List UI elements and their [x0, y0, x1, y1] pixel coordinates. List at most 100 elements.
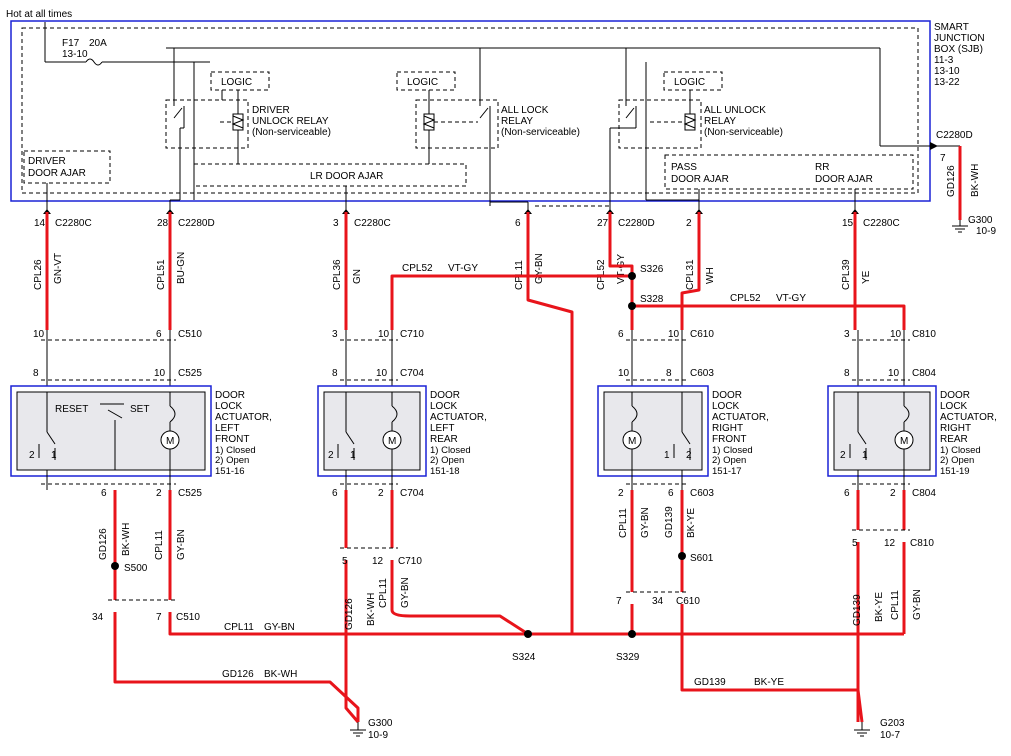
col-conn-4: C2280D — [618, 218, 655, 229]
col-arrow-3 — [524, 209, 532, 214]
rf-c610-b: 34 — [652, 596, 664, 607]
col-arrow-0 — [43, 209, 51, 214]
col-arrow-6 — [851, 209, 859, 214]
ground-g203-bottom: G203 10-7 — [854, 718, 905, 741]
actuator-2-title-0: DOOR — [712, 390, 742, 401]
actuator-1-title-2: ACTUATOR, — [430, 412, 487, 423]
svg-text:UNLOCK RELAY: UNLOCK RELAY — [252, 116, 329, 127]
actuator-3-state-0: 1) Closed — [940, 445, 981, 456]
col-color-4: VT-GY — [616, 254, 627, 284]
actuator-2-state-1: 2) Open — [712, 455, 746, 466]
col-pin-3: 6 — [515, 218, 521, 229]
ground-g300-top: 7 GD126 BK-WH G300 10-9 — [940, 146, 996, 237]
svg-text:10-9: 10-9 — [976, 226, 996, 237]
svg-text:(Non-serviceable): (Non-serviceable) — [501, 127, 580, 138]
actuator-3-state-1: 2) Open — [940, 455, 974, 466]
cpl11-bottom-color: GY-BN — [264, 622, 295, 633]
actuator-0-frame — [10, 385, 212, 477]
col-arrow-2 — [342, 209, 350, 214]
actuator-2-top-conn-label: C610 — [690, 329, 714, 340]
splice-s500-label: S500 — [124, 563, 148, 574]
svg-text:BOX (SJB): BOX (SJB) — [934, 44, 983, 55]
gd126-bottom-color: BK-WH — [264, 669, 297, 680]
svg-text:G300: G300 — [368, 718, 393, 729]
actuator-1-mid-conn-label: C704 — [400, 368, 424, 379]
svg-text:13-10: 13-10 — [934, 66, 960, 77]
svg-text:ALL UNLOCK: ALL UNLOCK — [704, 105, 766, 116]
svg-text:G300: G300 — [968, 215, 993, 226]
col-pin-5: 2 — [686, 218, 692, 229]
splice-s328 — [628, 302, 636, 310]
actuator-2-frame — [597, 385, 709, 477]
actuator-0-switch — [46, 431, 56, 445]
actuator-1-top-a: 3 — [332, 329, 338, 340]
fuse-label: F17 — [62, 38, 80, 49]
pass-rr-door-ajar: PASS DOOR AJAR RR DOOR AJAR — [664, 154, 914, 190]
col-conn-0: C2280C — [55, 218, 92, 229]
fuse-rating: 20A — [89, 38, 107, 49]
actuator-1-bot-b: 2 — [378, 488, 384, 499]
actuator-0-reset-label: RESET — [55, 404, 88, 415]
splice-s500 — [111, 562, 119, 570]
wires-lower — [113, 490, 906, 723]
actuator-3-title-1: LOCK — [940, 401, 968, 412]
actuator-1-body — [323, 391, 421, 471]
motor-symbol-0: M — [166, 436, 174, 447]
actuator-3-mid-b: 10 — [888, 368, 900, 379]
splice-s329-label: S329 — [616, 652, 640, 663]
actuator-0-title-0: DOOR — [215, 390, 245, 401]
actuator-1-title-0: DOOR — [430, 390, 460, 401]
svg-text:DRIVER: DRIVER — [252, 105, 290, 116]
svg-text:(Non-serviceable): (Non-serviceable) — [252, 127, 331, 138]
rr-c810-a: 5 — [852, 538, 858, 549]
actuator-1-bot-a: 6 — [332, 488, 338, 499]
actuator-0-mid-conn-label: C525 — [178, 368, 202, 379]
rr-c810-b: 12 — [884, 538, 896, 549]
actuator-2-bot-conn-label: C603 — [690, 488, 714, 499]
actuator-2-title-2: ACTUATOR, — [712, 412, 769, 423]
svg-text:DOOR AJAR: DOOR AJAR — [28, 168, 86, 179]
actuator-2-body — [603, 391, 703, 471]
sjb-outline — [10, 20, 931, 202]
actuator-1-state-0: 1) Closed — [430, 445, 471, 456]
splice-s601-label: S601 — [690, 553, 714, 564]
svg-text:LOGIC: LOGIC — [221, 77, 252, 88]
actuator-3-title-0: DOOR — [940, 390, 970, 401]
driver-unlock-relay: LOGIC DRIVER UNLOCK RELAY (Non-serviceab… — [165, 48, 331, 200]
col-color-3: GY-BN — [534, 253, 545, 284]
actuator-1-switch — [345, 431, 355, 445]
actuator-2-mid-b: 8 — [666, 368, 672, 379]
cpl52-left-color: VT-GY — [448, 263, 478, 274]
col-circuit-5: CPL31 — [685, 259, 696, 290]
col-pin-1: 28 — [157, 218, 169, 229]
svg-text:GD126: GD126 — [946, 165, 957, 197]
splice-s324-label: S324 — [512, 652, 536, 663]
actuator-3-title-2: ACTUATOR, — [940, 412, 997, 423]
svg-text:10-7: 10-7 — [880, 730, 900, 741]
actuator-2-title-1: LOCK — [712, 401, 740, 412]
c2280d-top-label: C2280D — [936, 130, 973, 141]
cpl52-right-circuit: CPL52 — [730, 293, 761, 304]
actuator-0-title-1: LOCK — [215, 401, 243, 412]
svg-text:ALL LOCK: ALL LOCK — [501, 105, 549, 116]
actuator-0-top-b: 6 — [156, 329, 162, 340]
actuator-3-sw1: 2 — [840, 450, 846, 461]
actuator-2-bot-b: 6 — [668, 488, 674, 499]
col-circuit-0: CPL26 — [33, 259, 44, 290]
actuator-2-switch — [681, 431, 691, 445]
actuator-0-title-2: ACTUATOR, — [215, 412, 272, 423]
svg-text:PASS: PASS — [671, 162, 697, 173]
wires-upper — [45, 212, 906, 634]
splice-s601 — [678, 552, 686, 560]
actuator-3-sw2: 1 — [862, 450, 868, 461]
lf-c510-b: 7 — [156, 612, 162, 623]
actuator-1-mid-a: 8 — [332, 368, 338, 379]
splice-s329 — [628, 630, 636, 638]
actuator-1-top-b: 10 — [378, 329, 390, 340]
svg-text:JUNCTION: JUNCTION — [934, 33, 985, 44]
actuator-3-ref: 151-19 — [940, 466, 970, 477]
actuator-2-bot-a: 2 — [618, 488, 624, 499]
